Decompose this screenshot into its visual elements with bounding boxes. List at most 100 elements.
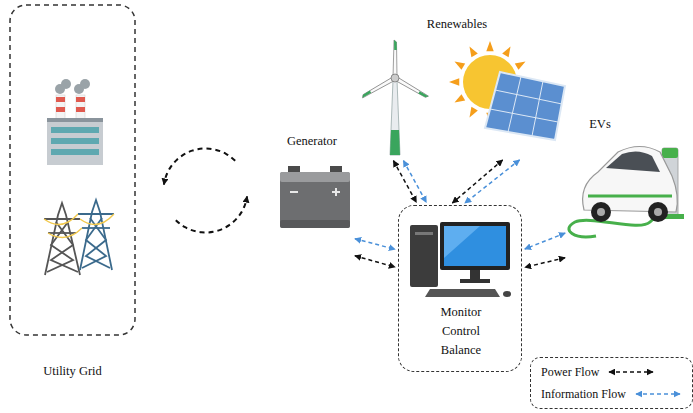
turbine-blade	[393, 40, 397, 78]
power-wire	[48, 228, 82, 237]
information-flow-arrow	[525, 233, 565, 249]
node-label: Monitor Control Balance	[429, 303, 493, 360]
turbine-blade	[418, 91, 428, 98]
node-label: Utility Grid	[10, 362, 135, 381]
legend-line	[636, 393, 680, 395]
pylon-icon	[48, 232, 76, 234]
battery-icon	[280, 220, 350, 228]
node-label: Generator	[272, 132, 352, 151]
battery-icon	[290, 191, 298, 193]
factory-icon	[47, 79, 103, 165]
information-flow-arrow	[355, 239, 395, 250]
power-flow-arrow	[452, 160, 502, 203]
legend-line	[609, 371, 653, 373]
wind-turbine-icon	[361, 40, 429, 155]
pylon-icon	[44, 203, 80, 275]
computer-icon	[440, 222, 510, 270]
flow-line	[403, 161, 426, 203]
solar-panel-icon	[495, 90, 562, 104]
pylon-icon	[44, 218, 80, 220]
solar-panel-icon	[532, 81, 543, 136]
ev-icon	[606, 151, 660, 172]
battery-icon	[280, 172, 350, 182]
flow-line	[525, 258, 565, 268]
information-flow-arrow	[465, 160, 520, 203]
computer-icon	[503, 291, 511, 297]
flow-line	[355, 239, 395, 250]
solar-panel-icon	[490, 77, 562, 137]
wind-turbine-icon	[390, 130, 400, 155]
pylon-icon	[78, 200, 114, 270]
factory-icon	[47, 118, 103, 122]
solar-panel-icon	[485, 72, 565, 140]
computer-icon	[410, 222, 511, 297]
turbine-blade	[394, 76, 429, 98]
sun-ray	[515, 62, 526, 70]
ev-icon	[588, 195, 672, 198]
sun-ray	[454, 94, 465, 102]
factory-icon	[61, 79, 71, 89]
node-label: Renewables	[372, 15, 542, 34]
pylon-icon	[45, 203, 80, 275]
turbine-blade	[361, 76, 396, 98]
computer-icon	[460, 279, 490, 283]
cycle-arrow	[176, 196, 247, 232]
factory-icon	[56, 97, 65, 102]
factory-icon	[51, 127, 99, 133]
sun-ray	[470, 107, 478, 118]
turbine-blade	[394, 76, 429, 98]
ev-group: EVs	[568, 112, 688, 262]
information-flow-arrow	[403, 161, 426, 203]
turbine-blade	[361, 90, 371, 97]
grid-outline	[10, 5, 135, 335]
battery-icon	[335, 188, 337, 196]
pylon-icon	[78, 213, 114, 215]
power-flow-arrow	[525, 258, 565, 268]
legend-label: Power Flow	[541, 365, 599, 380]
battery-icon	[280, 166, 350, 228]
factory-icon	[56, 107, 65, 112]
node-label: EVs	[568, 115, 632, 134]
sun-ray	[449, 78, 459, 85]
computer-icon	[470, 270, 480, 280]
factory-icon	[76, 97, 85, 102]
legend-box: Power FlowInformation Flow	[530, 357, 693, 409]
pylon-icon	[47, 222, 73, 272]
pylon-icon	[82, 218, 106, 268]
flow-line	[355, 256, 395, 267]
computer-icon	[415, 232, 433, 235]
factory-icon	[47, 122, 103, 165]
solar-panel-icon	[508, 77, 521, 133]
wind-turbine-icon	[390, 80, 400, 155]
sun-ray	[454, 62, 465, 70]
factory-icon	[80, 79, 90, 89]
turbine-blade	[393, 40, 397, 78]
flow-line	[525, 233, 565, 249]
factory-icon	[76, 107, 85, 112]
sun-ray	[486, 41, 493, 51]
solar-panel-icon	[490, 109, 558, 122]
legend-sample	[632, 388, 684, 400]
factory-icon	[51, 138, 99, 144]
renewables-group: Renewables	[360, 13, 565, 158]
ev-icon	[583, 147, 678, 213]
power-wire	[44, 214, 114, 237]
ev-icon	[662, 148, 678, 158]
flow-line	[465, 160, 520, 203]
battery-icon	[280, 172, 350, 228]
power-flow-arrow	[393, 161, 416, 203]
flow-line	[452, 160, 502, 203]
connector-layer	[164, 149, 565, 268]
ev-icon	[654, 208, 662, 216]
computer-icon	[444, 226, 506, 266]
wind-turbine-icon	[391, 74, 399, 82]
ev-icon	[569, 147, 684, 237]
ev-icon	[591, 202, 611, 222]
pylon-icon	[80, 200, 112, 270]
power-flow-arrow	[164, 149, 247, 233]
wind-turbine-icon	[361, 40, 429, 99]
ev-icon	[648, 202, 668, 222]
